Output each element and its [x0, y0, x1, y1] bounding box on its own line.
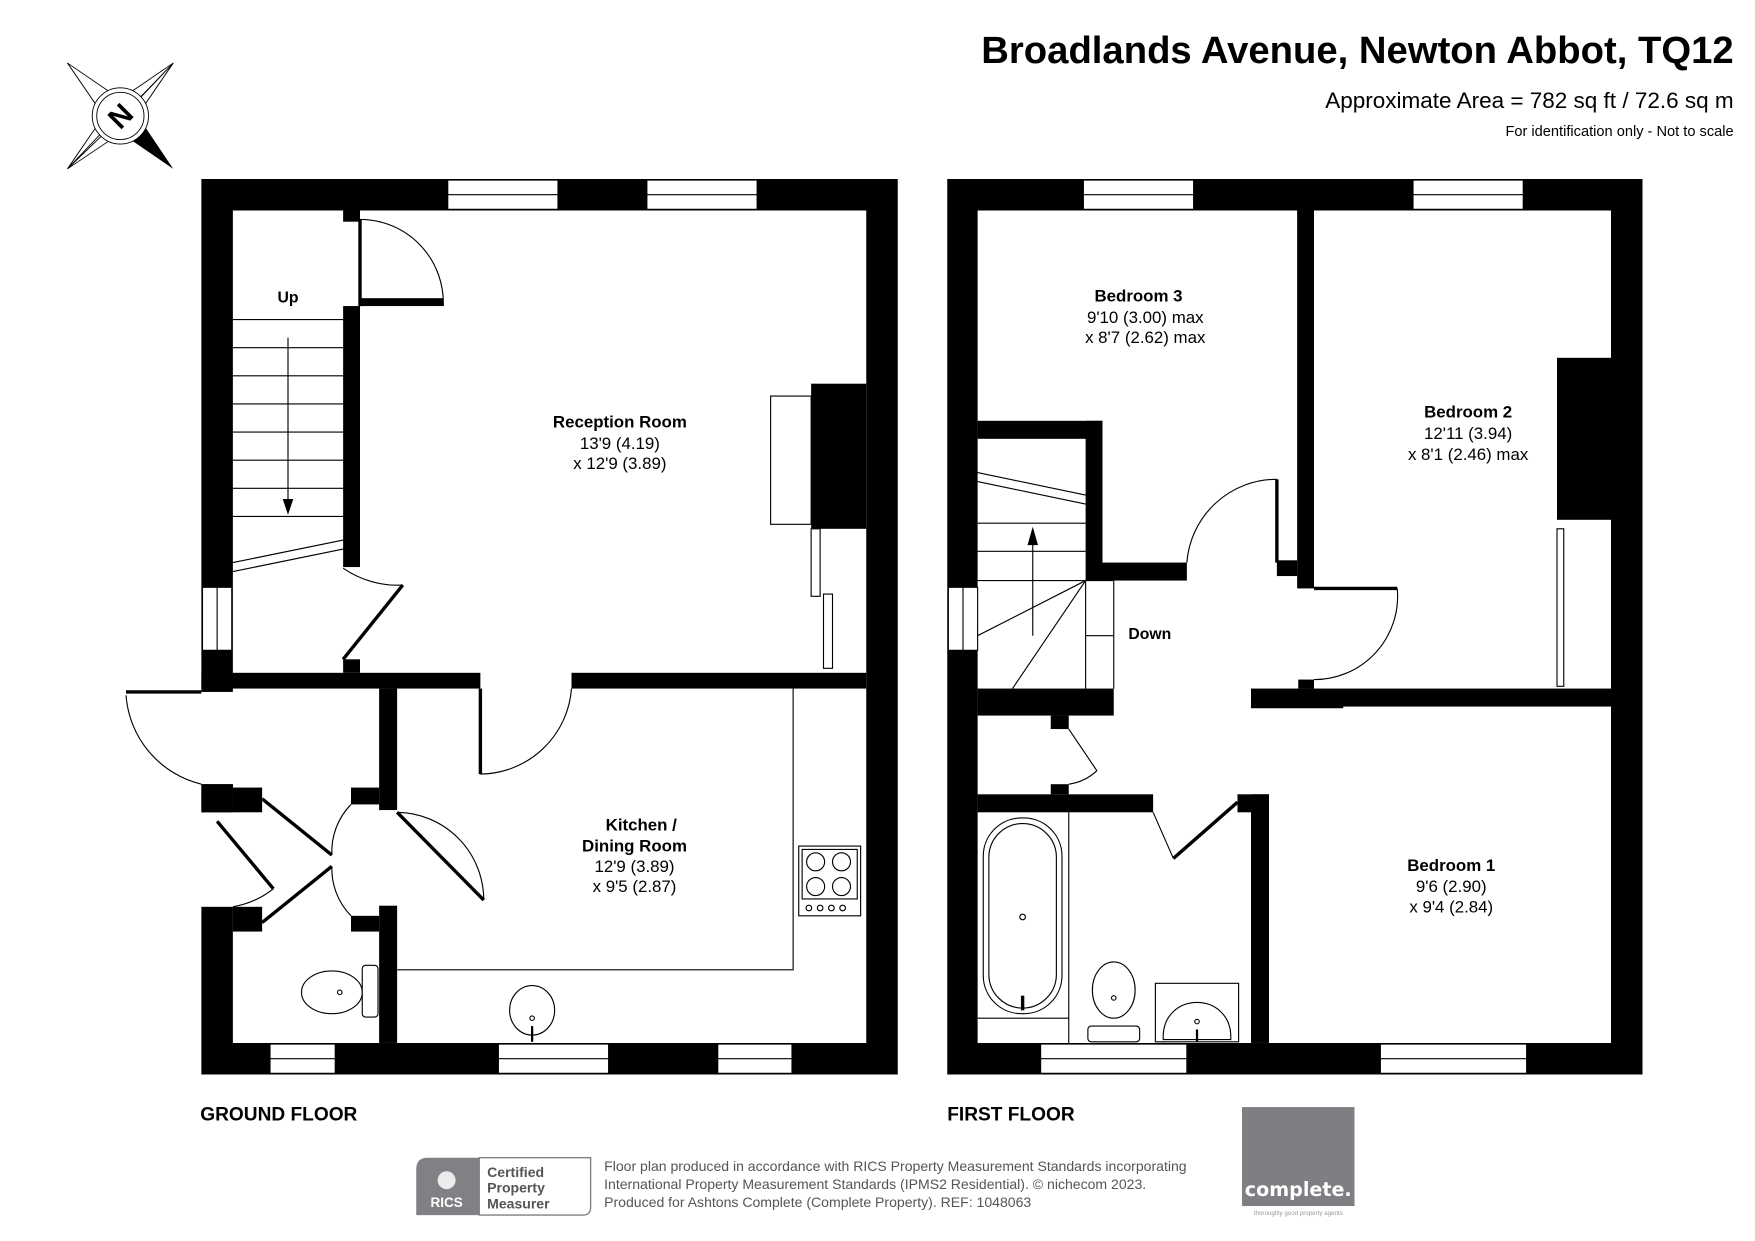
svg-text:RICS: RICS	[430, 1195, 462, 1210]
svg-text:Measurer: Measurer	[487, 1195, 550, 1211]
toilet-icon	[1087, 961, 1141, 1043]
doors	[1068, 478, 1399, 860]
stairs-down-label: Down	[1128, 626, 1171, 643]
footer-line: International Property Measurement Stand…	[604, 1176, 1146, 1192]
toilet-icon	[300, 964, 379, 1018]
chimney-breast	[811, 383, 867, 529]
stairs-up-label: Up	[278, 290, 299, 307]
chimney-breast	[1557, 357, 1611, 520]
footer-line: Produced for Ashtons Complete (Complete …	[604, 1194, 1031, 1210]
ground-floor-plan: Up	[125, 178, 898, 1126]
room-name: Dining Room	[582, 837, 687, 856]
room-dims: 13'9 (4.19)	[580, 434, 660, 453]
svg-text:thoroughly good property agent: thoroughly good property agents	[1254, 1210, 1343, 1217]
footer-line: Floor plan produced in accordance with R…	[604, 1158, 1186, 1174]
room-dims: 9'10 (3.00) max	[1087, 308, 1204, 327]
room-dims: x 9'5 (2.87)	[593, 877, 677, 896]
ground-floor-label: GROUND FLOOR	[200, 1105, 357, 1126]
room-name: Bedroom 3	[1094, 287, 1182, 306]
ground-staircase	[232, 319, 344, 573]
first-floor-staircase	[977, 472, 1115, 689]
room-dims: x 9'4 (2.84)	[1409, 897, 1493, 916]
room-dims: 12'9 (3.89)	[594, 857, 674, 876]
room-dims: x 12'9 (3.89)	[573, 454, 666, 473]
room-name: Bedroom 2	[1424, 402, 1512, 421]
rics-badge: RICS Certified Property Measurer	[416, 1157, 592, 1216]
room-name: Reception Room	[553, 413, 687, 432]
area-text: Approximate Area = 782 sq ft / 72.6 sq m	[1325, 88, 1733, 113]
hob-icon	[798, 845, 862, 917]
svg-text:complete.: complete.	[1245, 1178, 1352, 1201]
first-floor-plan: Down Bedroom 3 9'10 (3.00) m	[947, 178, 1643, 1126]
svg-text:Property: Property	[487, 1180, 545, 1196]
room-name: Bedroom 1	[1407, 856, 1495, 875]
hearth	[770, 395, 812, 525]
room-name: Kitchen /	[606, 815, 678, 834]
room-dims: 9'6 (2.90)	[1416, 877, 1487, 896]
first-floor-label: FIRST FLOOR	[947, 1105, 1075, 1126]
room-dims: x 8'7 (2.62) max	[1085, 328, 1206, 347]
plan-title: Broadlands Avenue, Newton Abbot, TQ12	[981, 29, 1733, 72]
svg-text:Certified: Certified	[487, 1164, 544, 1180]
north-compass-icon: N	[67, 62, 174, 170]
doors	[125, 218, 573, 924]
sink-icon	[509, 985, 556, 1042]
room-dims: 12'11 (3.94)	[1424, 424, 1512, 443]
basin-icon	[1154, 982, 1240, 1043]
room-dims: x 8'1 (2.46) max	[1408, 445, 1529, 464]
bath-icon	[982, 817, 1063, 1015]
disclaimer-text: For identification only - Not to scale	[1505, 124, 1733, 140]
agent-logo: complete. thoroughly good property agent…	[1242, 1107, 1355, 1217]
